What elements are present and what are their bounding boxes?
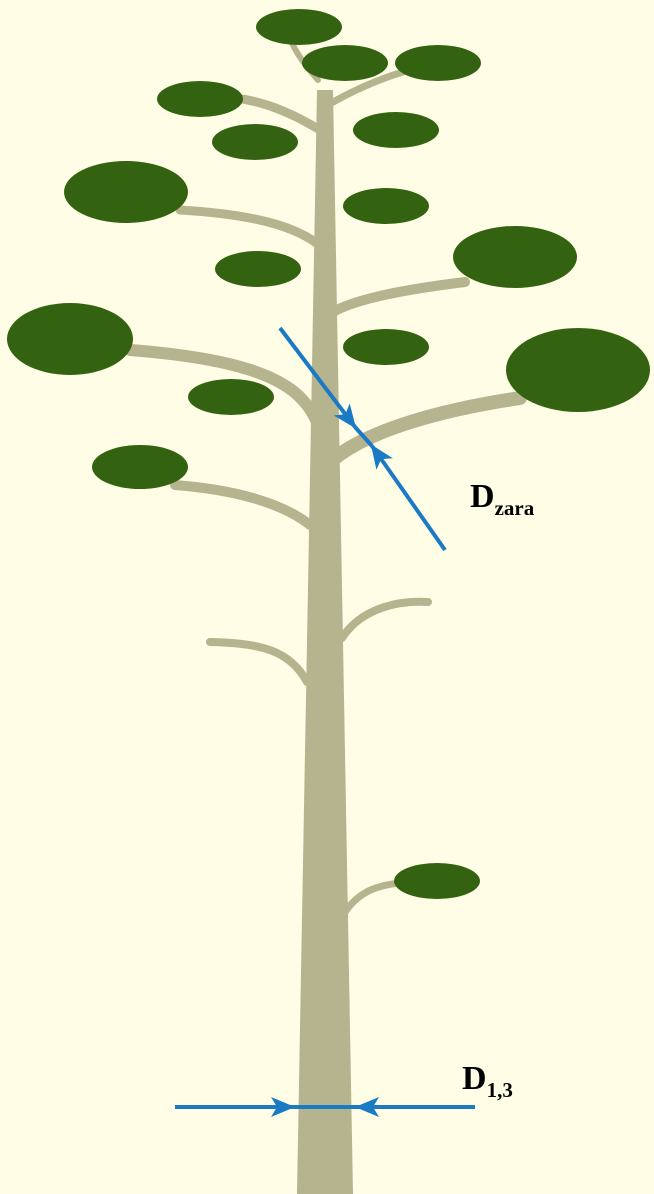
dbh-label-main: D [462,1060,487,1097]
leaf-cluster [453,226,577,288]
leaf-cluster [506,328,650,412]
crown-diameter-label-main: D [470,478,495,515]
leaf-cluster [343,188,429,224]
leaf-cluster [64,161,188,223]
leaf-cluster [395,45,481,81]
leaf-cluster [212,124,298,160]
crown-diameter-label-sub: zara [495,496,535,520]
leaf-cluster [215,251,301,287]
leaf-cluster [343,329,429,365]
leaf-cluster [157,81,243,117]
leaf-cluster [394,863,480,899]
leaf-cluster [92,445,188,489]
leaf-cluster [353,112,439,148]
leaf-cluster [302,45,388,81]
leaf-cluster [188,379,274,415]
dbh-label-sub: 1,3 [487,1078,513,1102]
leaf-cluster [7,303,133,375]
leaf-cluster [256,9,342,45]
